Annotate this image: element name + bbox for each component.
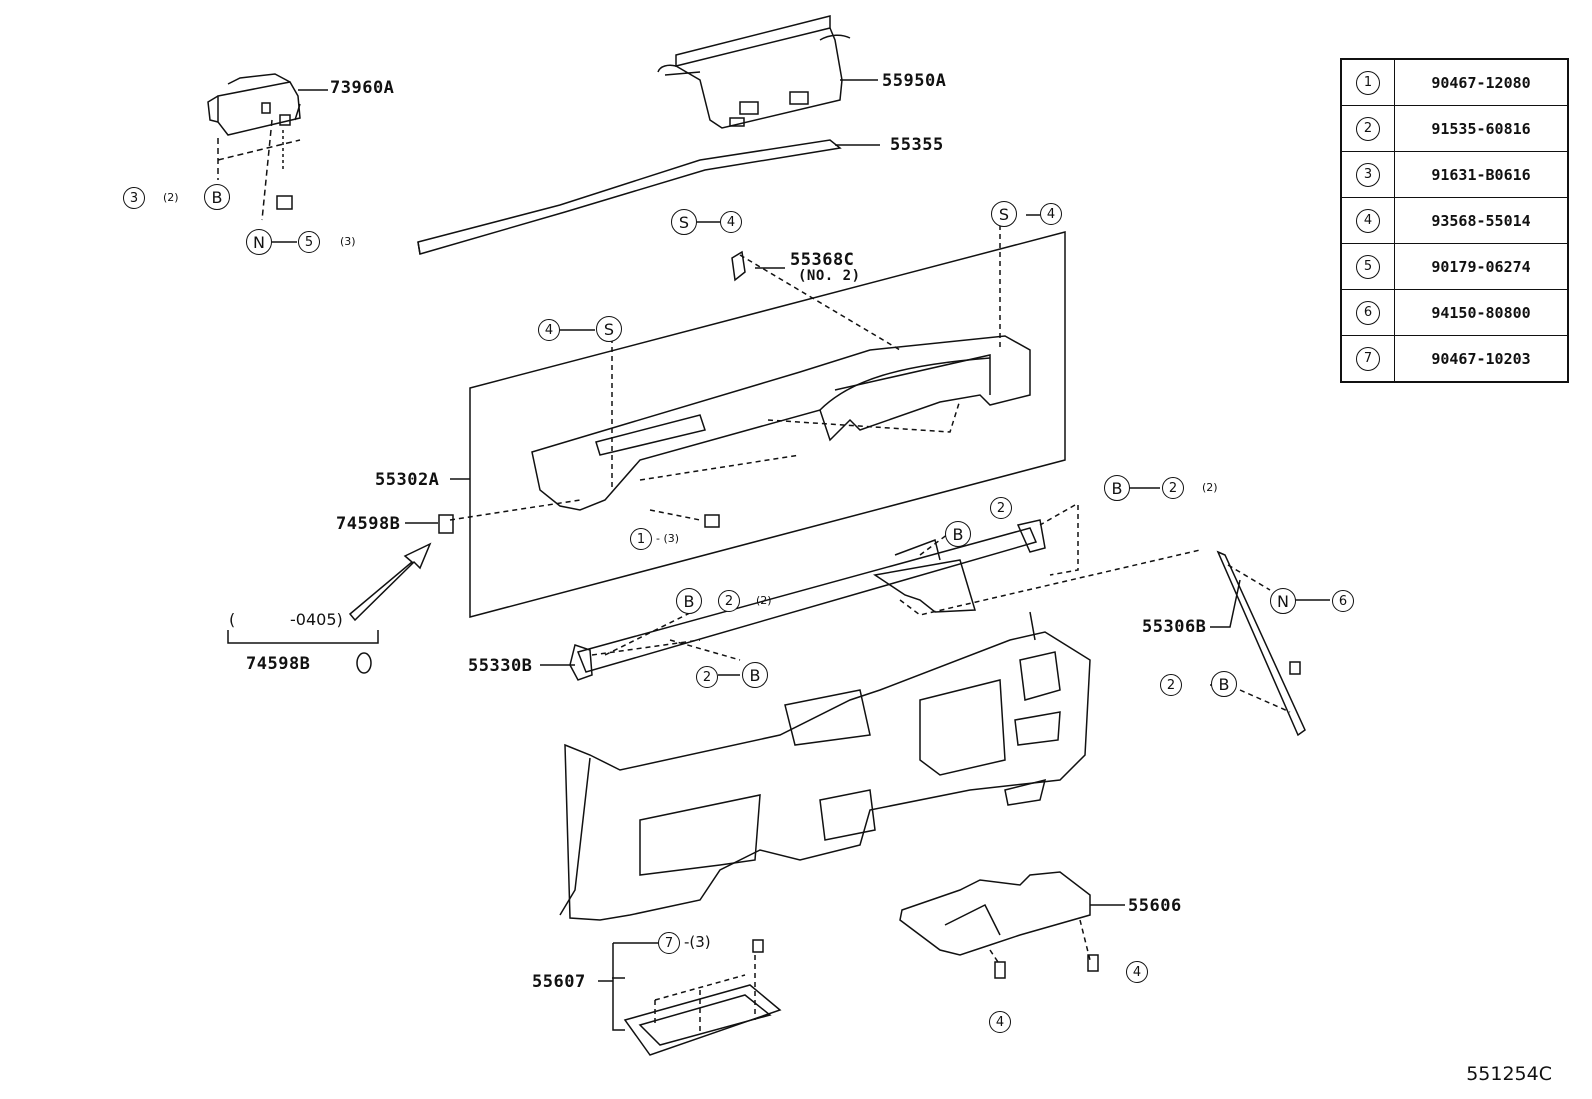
plug-74598B-shape bbox=[356, 652, 372, 674]
callout-2: 2 bbox=[696, 666, 718, 688]
callout-7: 7 bbox=[658, 932, 680, 954]
legend-row: 7 90467-10203 bbox=[1340, 335, 1569, 383]
legend-row: 3 91631-B0616 bbox=[1340, 151, 1569, 198]
legend-row: 4 93568-55014 bbox=[1340, 197, 1569, 244]
legend-num: 4 bbox=[1356, 208, 1380, 233]
callout-B: B bbox=[1211, 671, 1237, 697]
callout-4: 4 bbox=[720, 211, 742, 233]
legend-part-number: 90467-12080 bbox=[1394, 58, 1569, 106]
callout-4: 4 bbox=[989, 1011, 1011, 1033]
legend-num: 6 bbox=[1356, 300, 1380, 325]
label-55330B: 55330B bbox=[468, 656, 533, 676]
callout-2: 2 bbox=[718, 590, 740, 612]
callout-6: 6 bbox=[1332, 590, 1354, 612]
label-55302A: 55302A bbox=[375, 470, 440, 490]
lower-panel-shape bbox=[559, 611, 1091, 921]
legend-num: 2 bbox=[1356, 116, 1380, 141]
callout-1: 1 bbox=[630, 528, 652, 550]
label-55607: 55607 bbox=[532, 972, 586, 992]
callout-2: 2 bbox=[1162, 477, 1184, 499]
callout-S: S bbox=[671, 209, 697, 235]
legend-row: 2 91535-60816 bbox=[1340, 105, 1569, 152]
qty-2: (2) bbox=[163, 191, 179, 204]
callout-2: 2 bbox=[1160, 674, 1182, 696]
callout-2: 2 bbox=[990, 497, 1012, 519]
callout-3: 3 bbox=[123, 187, 145, 209]
date-note: -0405) bbox=[290, 610, 343, 629]
tag-74598B-shape bbox=[438, 514, 454, 534]
callout-4: 4 bbox=[1126, 961, 1148, 983]
legend-num: 5 bbox=[1356, 254, 1380, 279]
crossbar-55330B-shape bbox=[569, 504, 1201, 681]
strip-55355-shape bbox=[417, 139, 842, 255]
callout-4: 4 bbox=[538, 319, 560, 341]
qty-7-3: -(3) bbox=[684, 933, 711, 951]
label-73960A: 73960A bbox=[330, 78, 395, 98]
qty-3: (3) bbox=[340, 235, 356, 248]
legend-part-number: 91631-B0616 bbox=[1394, 151, 1569, 198]
callout-N: N bbox=[1270, 588, 1296, 614]
label-55368C-note: (NO. 2) bbox=[798, 268, 861, 284]
label-74598B-plug: 74598B bbox=[246, 654, 311, 674]
label-55355: 55355 bbox=[890, 135, 944, 155]
bin-55607-shape bbox=[612, 939, 782, 1056]
fastener-legend-table: 1 90467-12080 2 91535-60816 3 91631-B0616 4… bbox=[1340, 58, 1569, 383]
direction-arrow bbox=[348, 542, 432, 622]
switch-73960A-shape bbox=[207, 73, 301, 221]
pad-55302A-shape bbox=[449, 225, 1066, 618]
legend-row: 6 94150-80800 bbox=[1340, 289, 1569, 336]
callout-S: S bbox=[991, 201, 1017, 227]
qty-2: (2) bbox=[1202, 481, 1218, 494]
qty-2: (2) bbox=[756, 594, 772, 607]
legend-part-number: 91535-60816 bbox=[1394, 105, 1569, 152]
legend-part-number: 94150-80800 bbox=[1394, 289, 1569, 336]
legend-num: 3 bbox=[1356, 162, 1380, 187]
duct-55950A-shape bbox=[657, 15, 851, 129]
legend-row: 1 90467-12080 bbox=[1340, 58, 1569, 106]
callout-5: 5 bbox=[298, 231, 320, 253]
callout-B: B bbox=[676, 588, 702, 614]
diagram-code: 551254C bbox=[1466, 1063, 1552, 1085]
callout-S: S bbox=[596, 316, 622, 342]
legend-row: 5 90179-06274 bbox=[1340, 243, 1569, 290]
date-bracket bbox=[227, 630, 379, 644]
label-55306B: 55306B bbox=[1142, 617, 1207, 637]
label-55606: 55606 bbox=[1128, 896, 1182, 916]
tray-55606-shape bbox=[899, 871, 1099, 979]
brace-55306B-shape bbox=[1216, 550, 1306, 737]
label-55950A: 55950A bbox=[882, 71, 947, 91]
leader-lines bbox=[207, 79, 1330, 1031]
label-74598B-tag: 74598B bbox=[336, 514, 401, 534]
legend-num: 7 bbox=[1356, 346, 1380, 371]
callout-B: B bbox=[945, 521, 971, 547]
callout-B: B bbox=[1104, 475, 1130, 501]
legend-part-number: 90467-10203 bbox=[1394, 335, 1569, 383]
label-55368C: 55368C bbox=[790, 250, 855, 270]
callout-4: 4 bbox=[1040, 203, 1062, 225]
legend-num: 1 bbox=[1356, 70, 1380, 95]
legend-part-number: 93568-55014 bbox=[1394, 197, 1569, 244]
callout-N: N bbox=[246, 229, 272, 255]
callout-B: B bbox=[742, 662, 768, 688]
date-note-open: ( bbox=[229, 610, 236, 629]
legend-part-number: 90179-06274 bbox=[1394, 243, 1569, 290]
callout-B: B bbox=[204, 184, 230, 210]
qty-1-3: - (3) bbox=[656, 532, 680, 545]
